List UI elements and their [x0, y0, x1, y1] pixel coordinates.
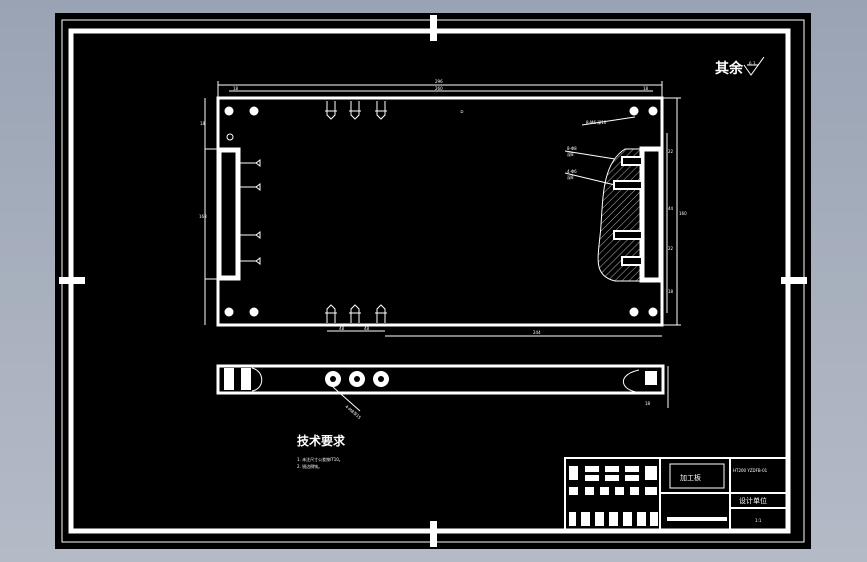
dim-bottom-length: 244 — [533, 330, 541, 335]
dim-top-offset: 18 — [200, 121, 206, 126]
hole — [648, 307, 658, 317]
hole — [224, 307, 234, 317]
left-groove — [216, 147, 241, 281]
side-note-1: 8-Φ8 — [567, 146, 577, 151]
side-note-4: 深8 — [567, 174, 574, 180]
note-item-2: 2. 锐边倒钝。 — [297, 463, 322, 469]
right-dim-1: 22 — [668, 149, 674, 154]
right-dim-4: 18 — [668, 289, 674, 294]
slot-tooth — [613, 230, 643, 240]
side-dim-right: 18 — [645, 401, 651, 406]
dim-right-offset: 18 — [643, 86, 649, 91]
side-note-3: 4-Φ6 — [567, 169, 577, 174]
title-block: 加工板 HT200 YZDFB-01 设计单位 1:1 — [564, 457, 790, 531]
notes-title: 技术要求 — [297, 433, 346, 448]
side-note-2: 深8 — [567, 151, 574, 157]
hole — [629, 106, 639, 116]
hole — [249, 106, 259, 116]
company: 设计单位 — [739, 496, 767, 505]
slot-tooth — [613, 180, 643, 190]
roughness-value: 6.3 — [749, 61, 756, 66]
hole — [629, 307, 639, 317]
side-tapped-hole — [224, 368, 234, 390]
center-mark-bottom — [430, 521, 437, 547]
right-dim-2: 44 — [668, 206, 674, 211]
side-view-outline — [216, 364, 665, 395]
dim-overall-height: 160 — [679, 211, 687, 216]
roughness-label: 其余 — [715, 60, 744, 77]
small-hole — [226, 133, 234, 141]
title-block-cells — [569, 466, 727, 526]
dim-bottom-b: 48 — [364, 326, 370, 331]
center-mark-left — [59, 277, 85, 284]
tapped-holes-bottom — [325, 304, 387, 323]
hole-callout: 8-M6 深10 — [586, 119, 607, 125]
slot-tooth — [621, 256, 643, 266]
right-slot — [639, 146, 664, 283]
slot-tooth — [621, 156, 643, 166]
dim-bottom-a: 48 — [339, 326, 345, 331]
side-view: 4-M8深15 18 — [216, 364, 669, 420]
tapped-holes-top — [325, 101, 387, 120]
top-view: 296 260 18 18 18 168 160 22 44 22 18 48 … — [199, 79, 687, 337]
tapped-holes-left — [238, 159, 261, 265]
side-slot — [645, 371, 657, 385]
roughness-symbol-icon — [743, 56, 765, 76]
hole — [249, 307, 259, 317]
scale: 1:1 — [755, 518, 762, 523]
hole — [648, 106, 658, 116]
material: HT200 YZDFB-01 — [733, 468, 768, 473]
marker: ② — [460, 109, 464, 114]
drawing-canvas: 其余 6.3 — [59, 15, 807, 547]
side-tapped-hole — [241, 368, 251, 390]
drawing-sheet: 其余 6.3 — [55, 13, 811, 549]
right-dim-3: 22 — [668, 246, 674, 251]
note-item-1: 1. 未注尺寸公差按IT10。 — [297, 456, 343, 462]
inner-frame — [68, 28, 791, 534]
dim-overall-width: 296 — [435, 79, 443, 84]
center-mark-top — [430, 15, 437, 41]
hole — [224, 106, 234, 116]
part-name: 加工板 — [680, 473, 701, 482]
top-view-outline — [216, 96, 664, 327]
center-mark-right — [781, 277, 807, 284]
dim-left-offset: 18 — [233, 86, 239, 91]
dim-left-height: 168 — [199, 214, 207, 219]
dim-inner-width: 260 — [435, 86, 443, 91]
